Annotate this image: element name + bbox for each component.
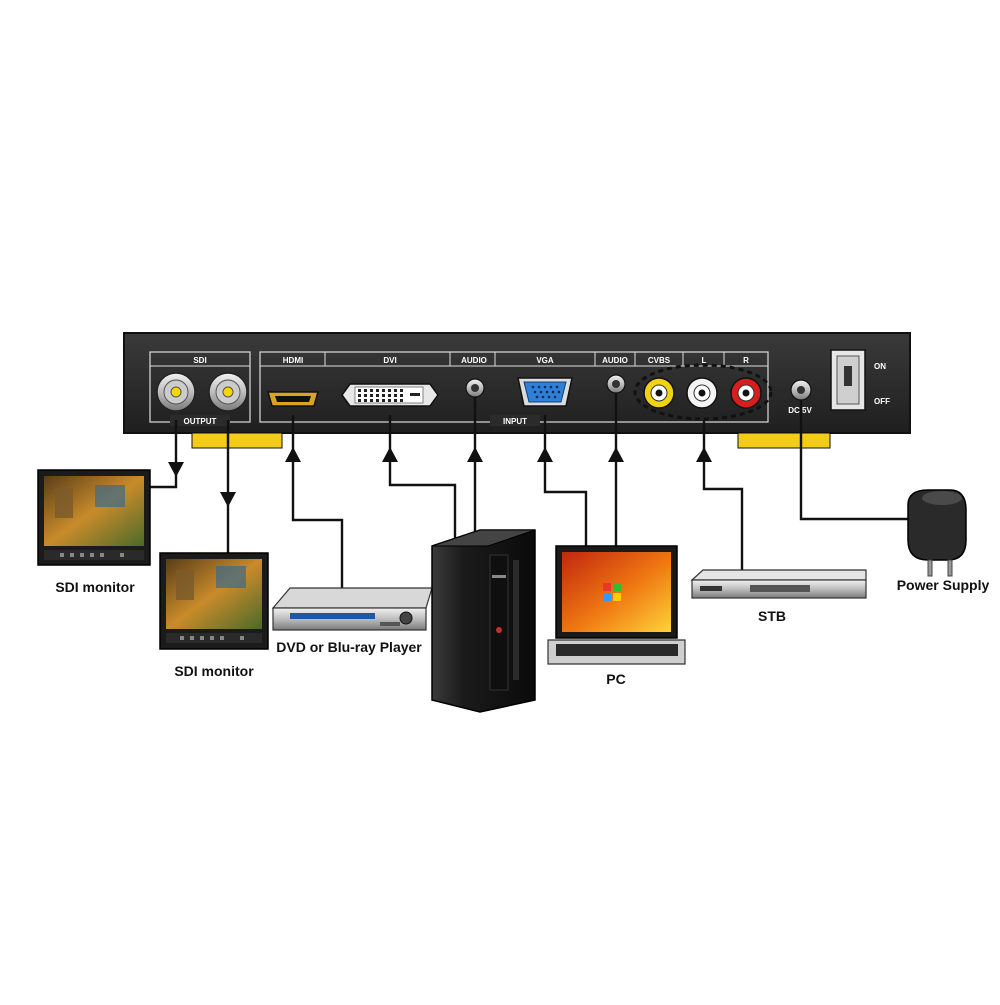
sdi-monitor-2 <box>159 552 269 650</box>
sdi-output-port-2[interactable] <box>208 372 248 412</box>
wire-dc-power <box>799 400 908 521</box>
pc-label: PC <box>606 671 625 687</box>
audio-r-rca-port[interactable] <box>730 377 762 409</box>
wire-rca-stb <box>702 420 744 570</box>
audio-l-rca-port[interactable] <box>686 377 718 409</box>
vga-port[interactable] <box>517 377 573 407</box>
audio-label-2: AUDIO <box>602 356 628 365</box>
wire-sdi-monitor-1 <box>150 420 178 489</box>
power-supply-adapter <box>907 489 967 577</box>
power-supply-label: Power Supply <box>897 577 990 593</box>
arrow-up-audio1 <box>467 447 483 462</box>
on-label: ON <box>874 362 886 371</box>
vga-label: VGA <box>536 356 554 365</box>
arrow-up-rca <box>696 447 712 462</box>
dvd-player <box>271 587 433 631</box>
arrow-up-audio2 <box>608 447 624 462</box>
hdmi-label: HDMI <box>283 356 303 365</box>
power-switch[interactable] <box>830 349 866 411</box>
dvi-port[interactable] <box>341 383 439 407</box>
off-label: OFF <box>874 397 890 406</box>
sdi-label: SDI <box>193 356 206 365</box>
arrow-up-hdmi <box>285 447 301 462</box>
sdi-monitor-1-label: SDI monitor <box>55 579 135 595</box>
dvd-player-label: DVD or Blu-ray Player <box>276 639 422 655</box>
output-label: OUTPUT <box>184 417 217 426</box>
hdmi-port[interactable] <box>267 391 319 407</box>
wire-hdmi-dvd <box>291 415 344 590</box>
l-label: L <box>702 356 707 365</box>
audio-jack-2[interactable] <box>606 374 626 394</box>
sdi-monitor-1 <box>37 469 151 566</box>
stb-device <box>690 569 867 599</box>
device-foot-left <box>191 432 283 449</box>
audio-jack-1[interactable] <box>465 378 485 398</box>
converter-device: SDI HDMI DVI AUDIO VGA AUDIO CVBS L R OU… <box>123 332 911 449</box>
cvbs-rca-port[interactable] <box>643 377 675 409</box>
dvi-label: DVI <box>383 356 396 365</box>
rca-group-highlight <box>633 363 773 421</box>
sdi-output-port-1[interactable] <box>156 372 196 412</box>
windows-logo-icon <box>603 583 621 601</box>
sdi-monitor-2-label: SDI monitor <box>174 663 254 679</box>
pc-tower <box>431 529 536 713</box>
arrow-down-sdi-1 <box>168 462 184 477</box>
wire-vga-pc <box>543 415 588 548</box>
audio-label-1: AUDIO <box>461 356 487 365</box>
arrow-up-dvi <box>382 447 398 462</box>
arrow-down-sdi-2 <box>220 492 236 507</box>
input-label: INPUT <box>503 417 527 426</box>
pc-laptop <box>547 545 686 665</box>
device-foot-right <box>737 432 831 449</box>
connection-wires <box>150 393 908 590</box>
r-label: R <box>743 356 749 365</box>
cvbs-label: CVBS <box>648 356 671 365</box>
arrow-up-vga <box>537 447 553 462</box>
dc-power-jack[interactable] <box>790 379 812 401</box>
stb-label: STB <box>758 608 786 624</box>
